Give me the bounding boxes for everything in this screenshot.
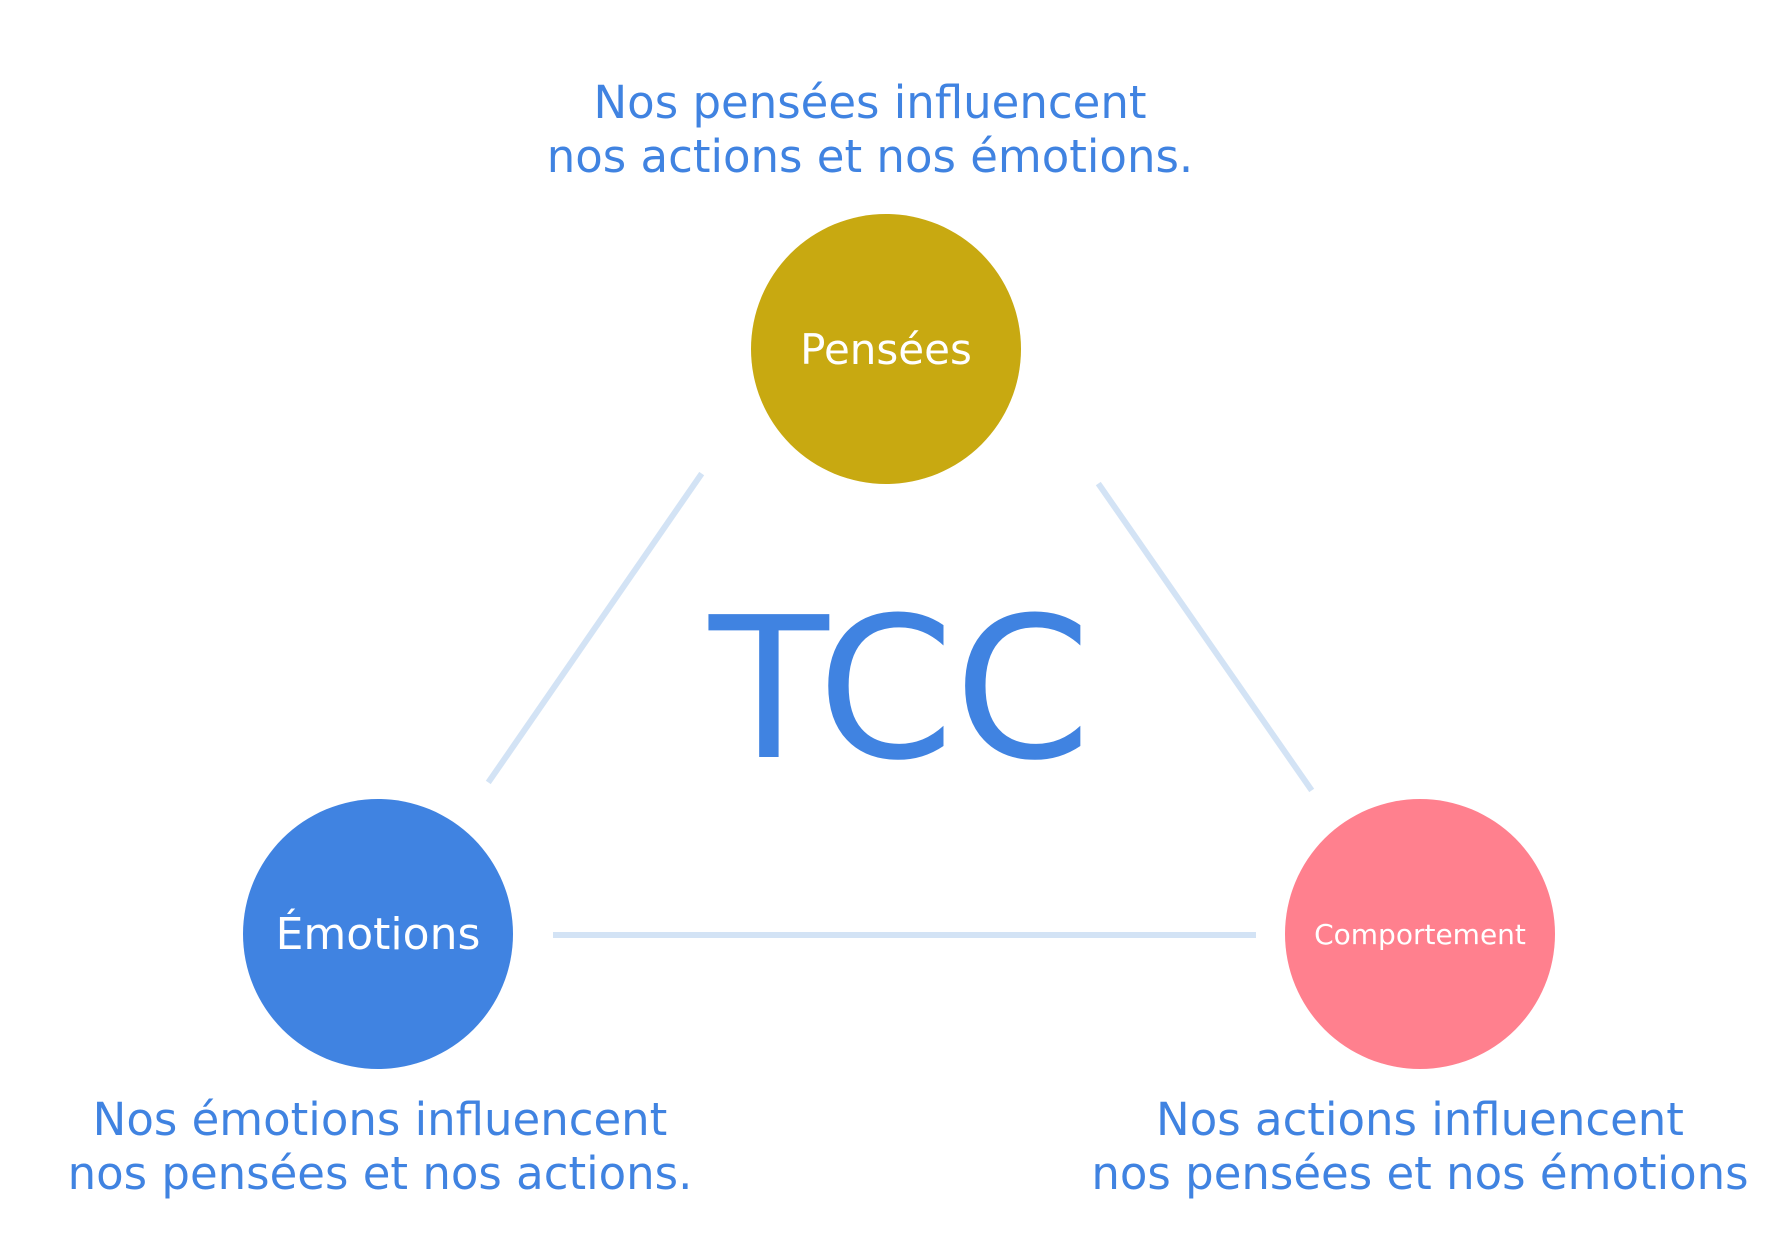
caption-behavior-line-1: Nos actions influencent bbox=[1156, 1093, 1684, 1146]
caption-emotions-line-1: Nos émotions influencent bbox=[92, 1093, 668, 1146]
caption-behavior-line-2: nos pensées et nos émotions bbox=[1091, 1147, 1749, 1200]
node-behavior-label: Comportement bbox=[1314, 917, 1526, 951]
caption-thoughts-line-1: Nos pensées influencent bbox=[593, 76, 1147, 129]
connector-thoughts-emotions bbox=[485, 471, 705, 785]
node-thoughts-label: Pensées bbox=[800, 324, 972, 374]
node-behavior: Comportement bbox=[1285, 799, 1555, 1069]
caption-thoughts: Nos pensées influencent nos actions et n… bbox=[520, 76, 1220, 184]
node-thoughts: Pensées bbox=[751, 214, 1021, 484]
caption-thoughts-line-2: nos actions et nos émotions. bbox=[546, 130, 1194, 183]
caption-behavior: Nos actions influencent nos pensées et n… bbox=[1080, 1093, 1760, 1201]
node-emotions: Émotions bbox=[243, 799, 513, 1069]
connector-thoughts-behavior bbox=[1095, 481, 1315, 793]
center-title: TCC bbox=[709, 576, 1091, 804]
caption-emotions: Nos émotions influencent nos pensées et … bbox=[40, 1093, 720, 1201]
node-emotions-label: Émotions bbox=[275, 908, 481, 960]
caption-emotions-line-2: nos pensées et nos actions. bbox=[67, 1147, 693, 1200]
